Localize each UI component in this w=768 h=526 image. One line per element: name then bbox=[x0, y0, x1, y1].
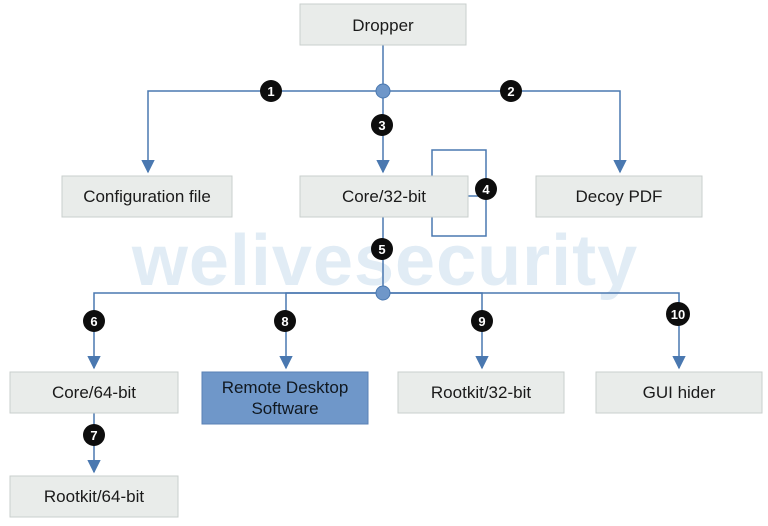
svg-text:Rootkit/32-bit: Rootkit/32-bit bbox=[431, 383, 531, 402]
node-rootkit-32bit: Rootkit/32-bit bbox=[397, 371, 565, 414]
svg-text:6: 6 bbox=[90, 314, 97, 329]
node-decoy-pdf: Decoy PDF bbox=[535, 175, 703, 218]
svg-text:9: 9 bbox=[478, 314, 485, 329]
node-rootkit-64bit: Rootkit/64-bit bbox=[9, 475, 179, 518]
svg-text:1: 1 bbox=[267, 84, 274, 99]
step-badge-6: 6 bbox=[83, 310, 105, 332]
svg-text:Dropper: Dropper bbox=[352, 16, 414, 35]
step-badge-10: 10 bbox=[666, 302, 690, 326]
connector-to-config bbox=[141, 90, 383, 174]
step-badge-2: 2 bbox=[500, 80, 522, 102]
svg-text:2: 2 bbox=[507, 84, 514, 99]
node-dropper: Dropper bbox=[299, 3, 467, 46]
svg-text:8: 8 bbox=[281, 314, 288, 329]
svg-text:4: 4 bbox=[482, 182, 490, 197]
svg-text:3: 3 bbox=[378, 118, 385, 133]
svg-text:7: 7 bbox=[90, 428, 97, 443]
svg-text:Remote Desktop: Remote Desktop bbox=[222, 378, 349, 397]
junction-dot-middle bbox=[375, 285, 391, 301]
connector-to-decoy bbox=[383, 90, 627, 174]
step-badge-7: 7 bbox=[83, 424, 105, 446]
connector-to-core64 bbox=[87, 292, 383, 370]
svg-text:Core/64-bit: Core/64-bit bbox=[52, 383, 136, 402]
connector-to-guihider bbox=[383, 292, 686, 370]
step-badge-3: 3 bbox=[371, 114, 393, 136]
junction-dot-top bbox=[375, 83, 391, 99]
svg-text:Configuration file: Configuration file bbox=[83, 187, 211, 206]
node-gui-hider: GUI hider bbox=[595, 371, 763, 414]
svg-text:Software: Software bbox=[251, 399, 318, 418]
node-core-64bit: Core/64-bit bbox=[9, 371, 179, 414]
node-remote-desktop-software: Remote Desktop Software bbox=[201, 371, 369, 425]
node-configuration-file: Configuration file bbox=[61, 175, 233, 218]
node-core-32bit: Core/32-bit bbox=[299, 175, 469, 218]
step-badge-8: 8 bbox=[274, 310, 296, 332]
step-badge-9: 9 bbox=[471, 310, 493, 332]
step-badge-5: 5 bbox=[371, 238, 393, 260]
svg-text:5: 5 bbox=[378, 242, 385, 257]
svg-text:Core/32-bit: Core/32-bit bbox=[342, 187, 426, 206]
svg-text:GUI hider: GUI hider bbox=[643, 383, 716, 402]
step-badge-1: 1 bbox=[260, 80, 282, 102]
step-badge-4: 4 bbox=[475, 178, 497, 200]
connector-to-rdp bbox=[279, 292, 383, 370]
svg-text:Decoy PDF: Decoy PDF bbox=[576, 187, 663, 206]
svg-text:10: 10 bbox=[671, 307, 685, 322]
svg-text:Rootkit/64-bit: Rootkit/64-bit bbox=[44, 487, 144, 506]
connector-to-rootkit32 bbox=[383, 292, 489, 370]
